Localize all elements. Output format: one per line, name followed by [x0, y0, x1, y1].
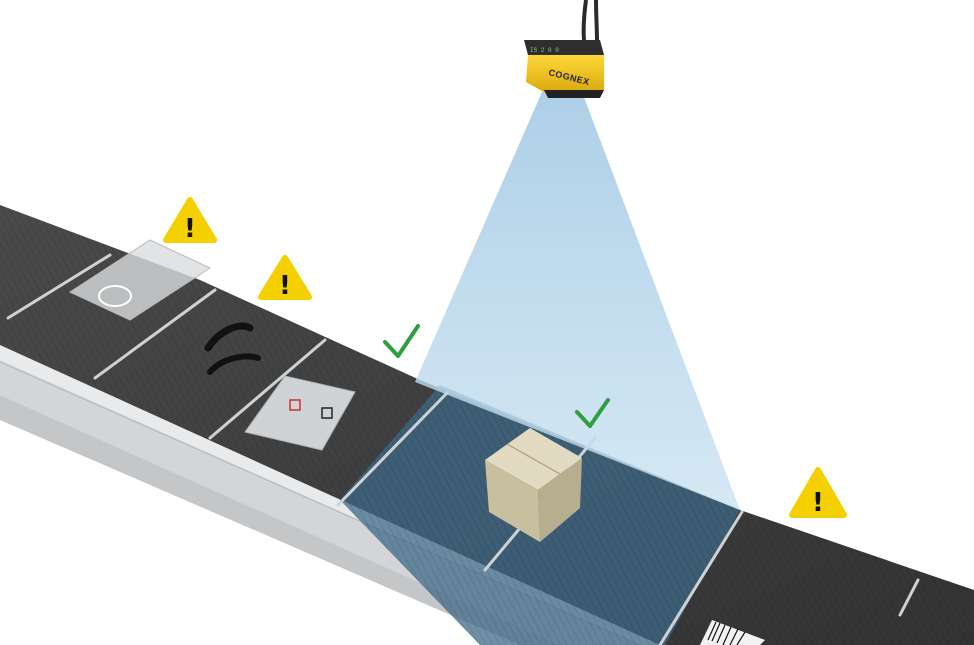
checkmark-icon [383, 324, 420, 358]
svg-text:!: ! [184, 214, 196, 244]
camera-light-cone [415, 92, 740, 510]
svg-text:!: ! [279, 271, 291, 301]
barcode-label [700, 620, 765, 645]
warning-triangle-icon: ! [789, 467, 847, 518]
cardboard-box [485, 428, 582, 542]
svg-text:!: ! [812, 488, 824, 518]
checkmark-icon [575, 398, 610, 428]
black-cable-item [204, 322, 261, 375]
poly-bag-item [244, 375, 356, 451]
camera-led-text: IS 2 0 0 [530, 47, 559, 54]
bagged-item [68, 239, 212, 321]
camera-device: COGNEX IS 2 0 0 [524, 0, 604, 98]
warning-triangle-icon: ! [258, 255, 312, 301]
camera-body [526, 55, 604, 92]
warning-triangle-icon: ! [163, 197, 217, 244]
camera-cable [581, 0, 588, 41]
